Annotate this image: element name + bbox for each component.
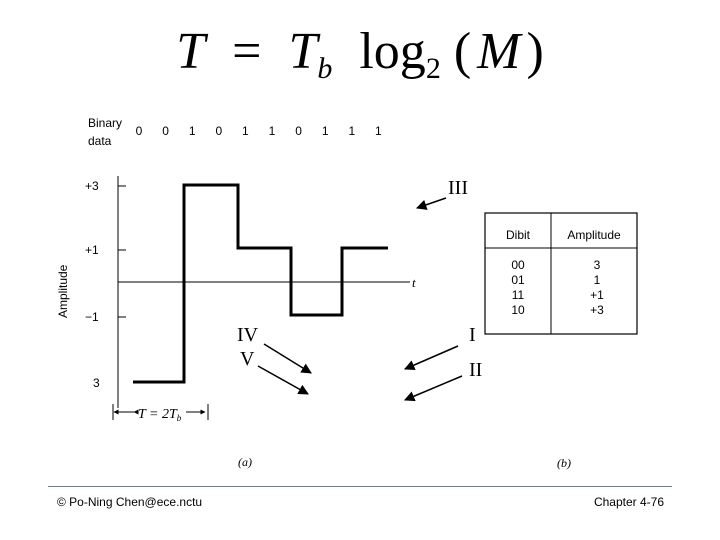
binary-bit: 1 — [322, 124, 329, 138]
amplitude-axis-label: Amplitude — [56, 264, 70, 318]
time-axis-label: t — [412, 275, 416, 290]
formula-lparen: ( — [453, 23, 472, 80]
table-cell-dibit: 10 — [511, 303, 525, 317]
binary-bit: 1 — [269, 124, 276, 138]
formula-symbol-t: T — [176, 23, 206, 80]
formula-subscript-b: b — [317, 52, 333, 85]
table-cell-amplitude: 1 — [594, 273, 601, 287]
formula-subscript-2: 2 — [425, 52, 441, 85]
caption-b: (b) — [557, 456, 571, 470]
period-label: T = 2Tb — [138, 407, 182, 423]
arrow-iv — [263, 343, 312, 374]
binary-bit: 0 — [295, 124, 302, 138]
arrow-ii — [404, 375, 463, 402]
table-header-dibit: Dibit — [506, 228, 531, 242]
footer-divider — [48, 486, 672, 487]
tick-label-3: 3 — [93, 376, 100, 390]
tick-label-plus3: +3 — [85, 179, 99, 193]
table-cell-amplitude: +1 — [590, 288, 604, 302]
arrow-i — [404, 345, 459, 371]
binary-bit: 1 — [242, 124, 249, 138]
binary-bit: 1 — [375, 124, 382, 138]
table-cell-amplitude: 3 — [594, 258, 601, 272]
caption-a: (a) — [238, 455, 252, 469]
formula-equals: = — [232, 23, 262, 80]
binary-bits: 0 0 1 0 1 1 0 1 1 1 — [136, 124, 382, 138]
binary-bit: 0 — [162, 124, 169, 138]
formula-log: log — [359, 23, 426, 80]
formula-symbol-m: M — [477, 23, 521, 80]
tick-label-plus1: +1 — [85, 243, 99, 257]
tick-label-minus1: −1 — [85, 310, 99, 324]
arrow-iii — [416, 197, 447, 210]
binary-bit: 0 — [136, 124, 143, 138]
table-cell-dibit: 01 — [511, 273, 525, 287]
binary-label-line2: data — [88, 134, 112, 148]
pam-waveform — [133, 183, 388, 384]
binary-label-line1: Binary — [88, 116, 122, 130]
table-cell-dibit: 00 — [511, 258, 525, 272]
dibit-table — [484, 212, 638, 335]
annotation-ii: II — [469, 359, 482, 381]
annotation-i: I — [469, 324, 476, 346]
arrow-v — [257, 365, 309, 395]
formula-rparen: ) — [526, 23, 544, 80]
binary-bit: 1 — [348, 124, 355, 138]
table-cell-dibit: 11 — [512, 288, 525, 302]
binary-bit: 1 — [189, 124, 196, 138]
annotation-iv: IV — [237, 324, 259, 346]
footer-copyright: © Po-Ning Chen@ece.nctu — [57, 495, 203, 509]
formula-title: T = Tb log2 (M) — [0, 22, 720, 86]
formula-symbol-tb: T — [288, 23, 318, 80]
table-cell-amplitude: +3 — [590, 303, 604, 317]
table-header-amplitude: Amplitude — [567, 228, 621, 242]
annotation-v: V — [240, 348, 255, 370]
annotation-iii: III — [448, 177, 468, 199]
binary-bit: 0 — [215, 124, 222, 138]
footer-page-number: Chapter 4-76 — [593, 495, 664, 509]
